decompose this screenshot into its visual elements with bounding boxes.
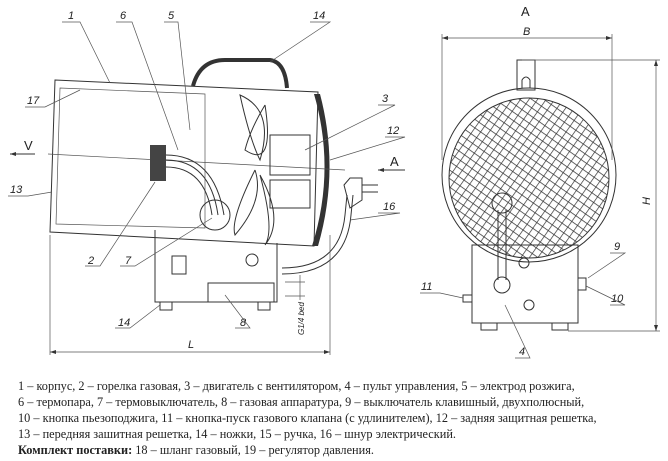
callout-7: 7 [125, 255, 132, 267]
delivery-kit-label: Комплект поставки: [18, 443, 133, 457]
view-a-title: A [521, 4, 530, 19]
legend-line-2: 6 – термопара, 7 – термовыключатель, 8 –… [18, 395, 585, 409]
callout-16: 16 [383, 201, 396, 213]
callout-8: 8 [240, 317, 247, 329]
side-view: 1 6 5 14 17 3 12 V A 13 16 2 7 14 8 G1/4… [8, 10, 406, 355]
callout-2: 2 [87, 255, 94, 267]
handle [191, 58, 289, 89]
legend-line-4: 13 – передняя зашитная решетка, 14 – нож… [18, 427, 456, 441]
delivery-kit-text: 18 – шланг газовый, 19 – регулятор давле… [132, 443, 374, 457]
callout-4: 4 [519, 346, 525, 358]
thread-dimension: G1/4 bed [297, 302, 306, 335]
power-cord [281, 194, 354, 275]
front-grille [448, 97, 610, 259]
dimension-l: L [188, 339, 194, 351]
callout-17: 17 [27, 95, 40, 107]
dimension-b: B [523, 26, 530, 38]
delivery-kit-line: Комплект поставки: 18 – шланг газовый, 1… [18, 442, 668, 458]
callout-5: 5 [168, 10, 175, 22]
arrow-v-label: V [24, 138, 33, 153]
dimension-h: H [641, 197, 653, 205]
legend-line-1: 1 – корпус, 2 – горелка газовая, 3 – дви… [18, 379, 575, 393]
callout-10: 10 [611, 293, 624, 305]
callout-12: 12 [387, 125, 399, 137]
callout-13: 13 [10, 184, 23, 196]
callout-6: 6 [120, 10, 127, 22]
heater-technical-drawing: 1 6 5 14 17 3 12 V A 13 16 2 7 14 8 G1/4… [8, 4, 660, 359]
burner [150, 145, 166, 181]
legend-caption: 1 – корпус, 2 – горелка газовая, 3 – дви… [18, 378, 668, 458]
legend-line-3: 10 – кнопка пьезоподжига, 11 – кнопка-пу… [18, 411, 597, 425]
arrow-a-label: A [390, 154, 399, 169]
callout-9: 9 [614, 241, 620, 253]
callout-11: 11 [421, 281, 432, 293]
rear-grille [312, 94, 330, 246]
callout-14-handle: 14 [313, 10, 325, 22]
callout-3: 3 [382, 93, 389, 105]
callout-1: 1 [68, 10, 74, 22]
callout-14-feet: 14 [118, 317, 130, 329]
plug [343, 177, 378, 209]
fan-blade [233, 94, 275, 246]
front-view-a: A B H 9 11 10 4 [420, 4, 660, 359]
